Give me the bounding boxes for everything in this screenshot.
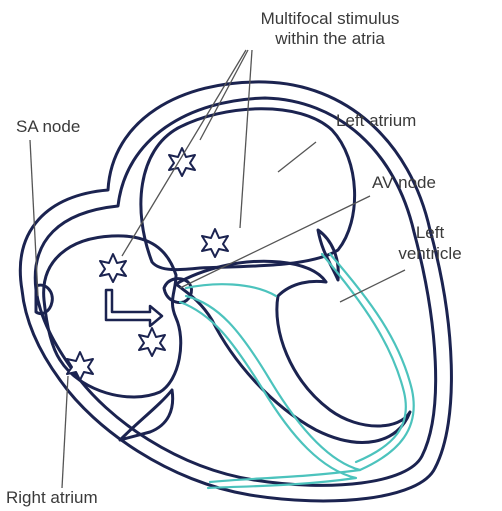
leader-left-atrium	[278, 142, 316, 172]
label-left-atrium: Left atrium	[336, 111, 416, 130]
left-bundle-branch-outer	[322, 254, 406, 462]
stimulus-star-icon	[100, 254, 126, 282]
leader-multifocal-3	[122, 50, 246, 256]
label-right-atrium: Right atrium	[6, 488, 98, 507]
label-sa-node: SA node	[16, 117, 80, 136]
stimulus-star-icon	[202, 229, 228, 257]
bundle-of-his	[186, 284, 276, 296]
label-left-ventricle-line1: Left	[416, 223, 445, 242]
stimulus-star-icon	[139, 328, 165, 356]
label-multifocal-line2: within the atria	[274, 29, 385, 48]
label-multifocal-line1: Multifocal stimulus	[261, 9, 400, 28]
label-left-ventricle-line2: ventricle	[398, 244, 461, 263]
impulse-arrow-icon	[106, 290, 162, 326]
stimulus-star-icon	[67, 352, 93, 380]
leader-left-ventricle	[340, 270, 405, 302]
label-av-node: AV node	[372, 173, 436, 192]
leader-multifocal-2	[240, 50, 252, 228]
leader-multifocal-1	[200, 50, 248, 140]
right-bundle-branch	[186, 296, 360, 482]
leader-right-atrium	[62, 376, 68, 488]
